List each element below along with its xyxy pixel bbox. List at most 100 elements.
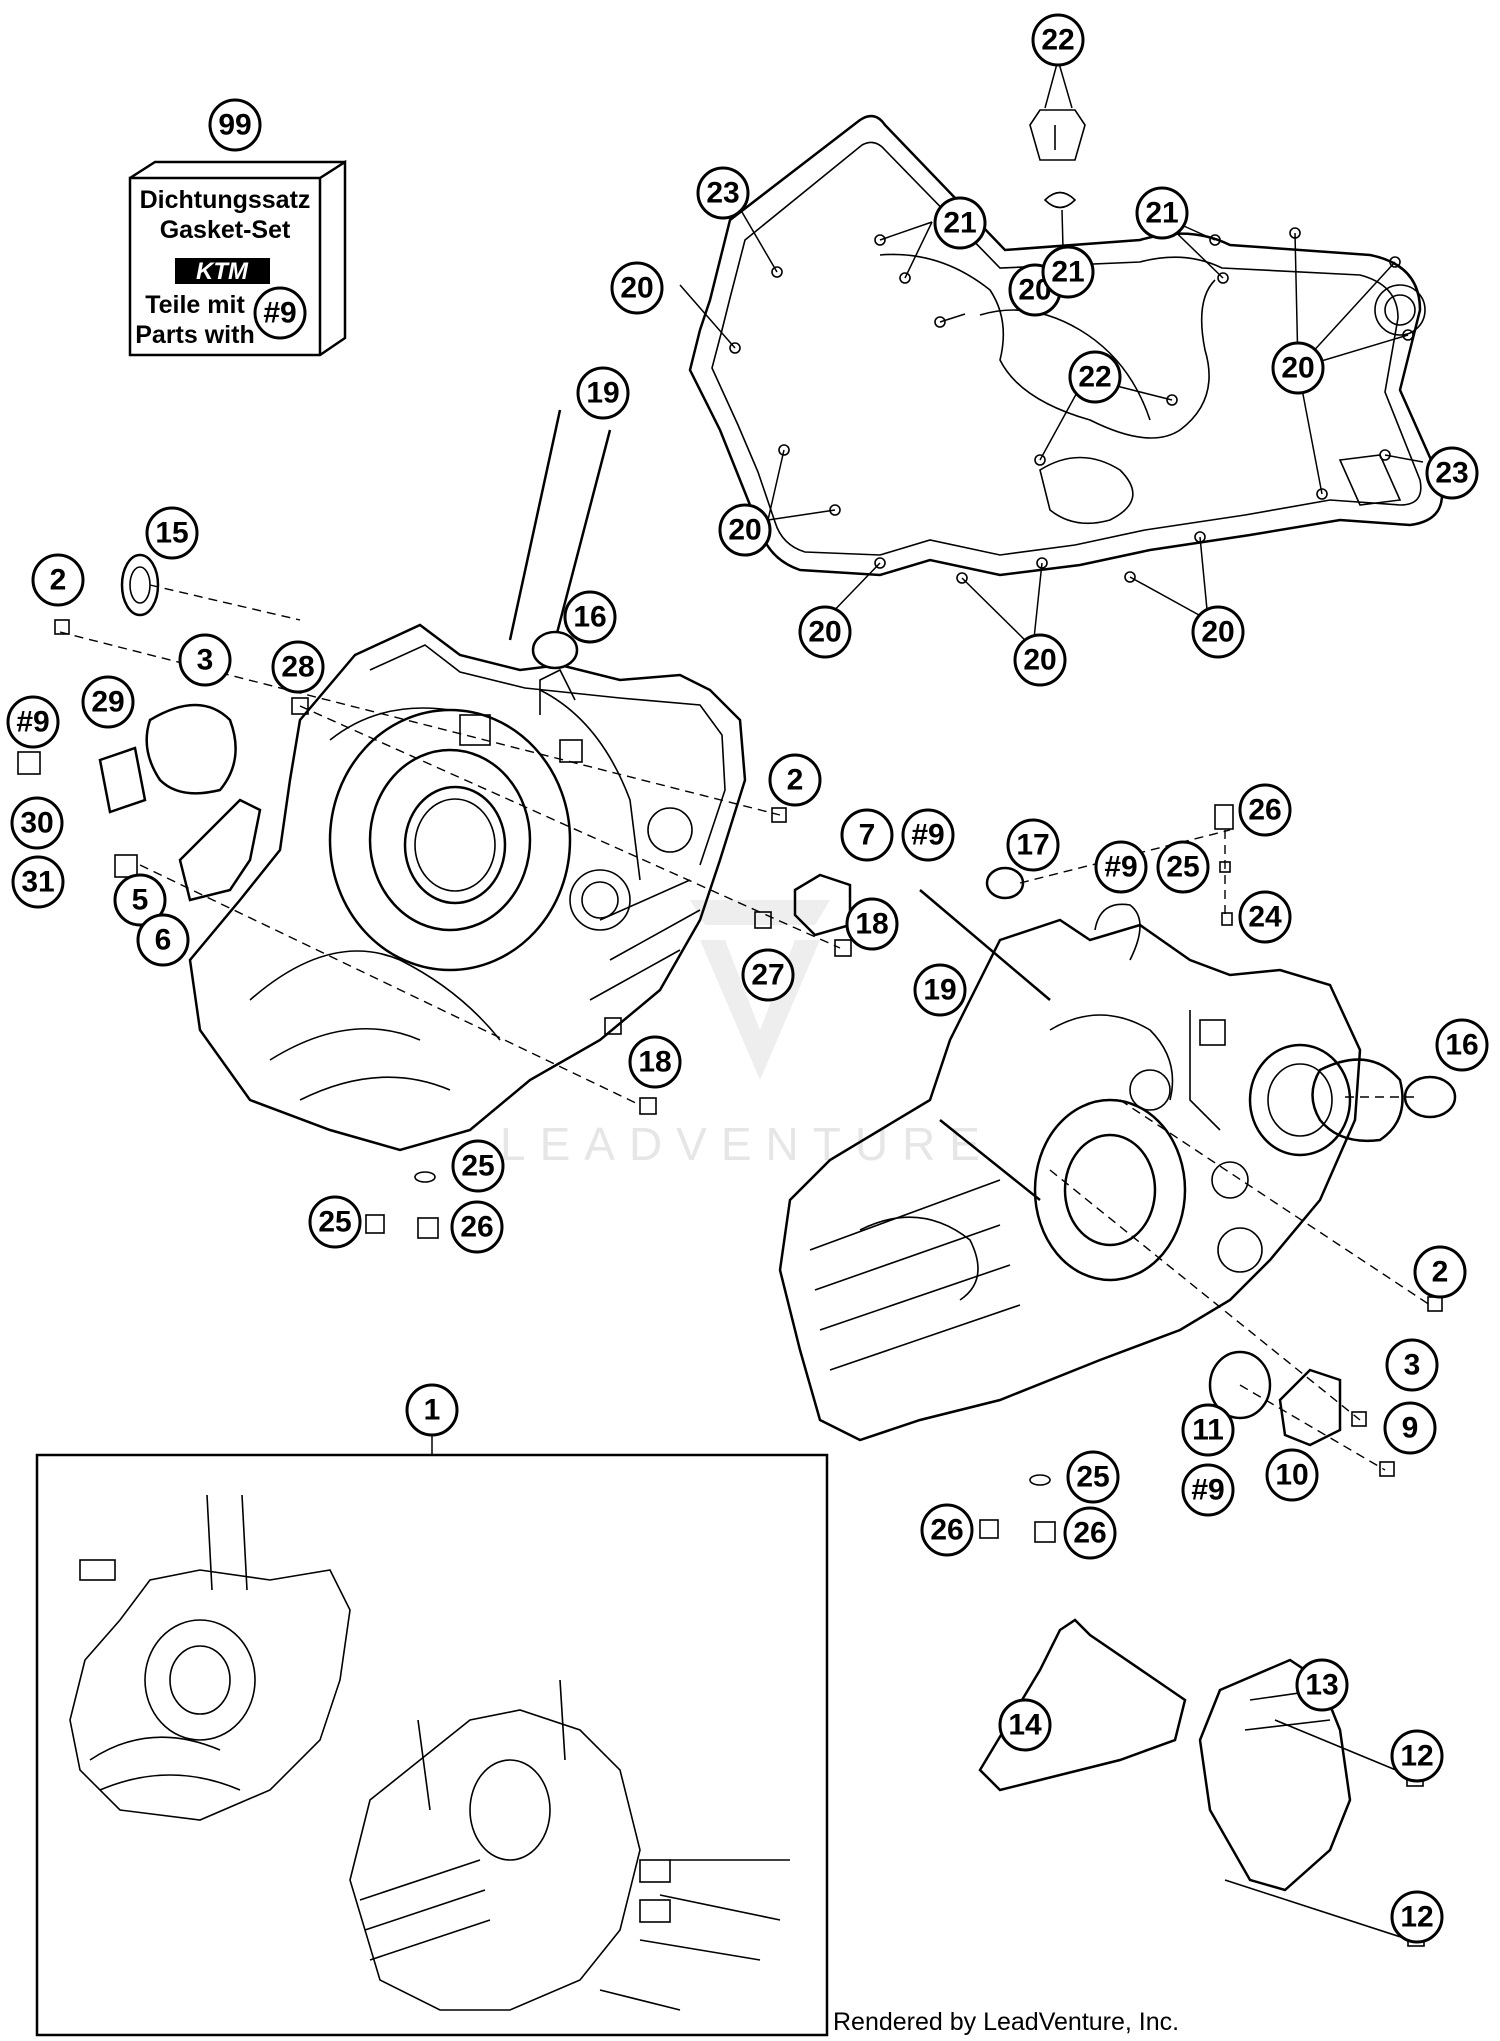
callout-label: 24	[1248, 901, 1282, 934]
callout-circle	[1135, 186, 1189, 240]
callout: 21	[933, 196, 987, 250]
kit-number: 99	[218, 109, 251, 142]
callout-circle	[1425, 446, 1479, 500]
callout-label: 11	[1192, 1414, 1224, 1447]
callout-label: 21	[1145, 197, 1178, 230]
callout: 21	[1041, 245, 1095, 299]
callout: 14	[998, 1698, 1052, 1752]
callout-circle	[11, 855, 65, 909]
callout-label: 7	[859, 819, 876, 852]
callout: 12	[1390, 1890, 1444, 1944]
callout: 20	[718, 503, 772, 557]
callout: 12	[1390, 1729, 1444, 1783]
callout-circle	[10, 796, 64, 850]
callout-label: 30	[20, 807, 53, 840]
callout-circle	[1094, 840, 1148, 894]
callout-label: 13	[1305, 1669, 1338, 1702]
callout: 11	[1181, 1403, 1235, 1457]
callout-circle	[840, 808, 894, 862]
callout-circle	[798, 605, 852, 659]
callout: 24	[1238, 890, 1292, 944]
kit-line-4: Parts with	[135, 321, 254, 349]
callout-circle	[6, 695, 60, 749]
callout-circle	[718, 503, 772, 557]
callout-label: 26	[1248, 794, 1281, 827]
callout-label: 6	[155, 924, 172, 957]
callout-label: 2	[1432, 1256, 1449, 1289]
callout-circle	[1191, 605, 1245, 659]
callout-label: 14	[1008, 1709, 1042, 1742]
callout-label: 16	[1445, 1029, 1478, 1062]
callout: 27	[741, 948, 795, 1002]
callout-circle	[31, 553, 85, 607]
callout-label: 20	[1201, 616, 1234, 649]
callout-circle	[1006, 818, 1060, 872]
callout-circle	[1295, 1658, 1349, 1712]
callout-label: 23	[706, 177, 739, 210]
callout-label: 26	[460, 1211, 493, 1244]
callout-label: 2	[50, 564, 67, 597]
callout-circle	[933, 196, 987, 250]
callout-circle	[451, 1139, 505, 1193]
callout-circle	[920, 1503, 974, 1557]
callout: 21	[1135, 186, 1189, 240]
callout: 3	[178, 633, 232, 687]
callout-label: 20	[808, 616, 841, 649]
callout-label: 20	[1281, 352, 1314, 385]
callout: 23	[696, 166, 750, 220]
callout-circle	[1156, 840, 1210, 894]
callout: 28	[271, 640, 325, 694]
callout: 25	[308, 1195, 362, 1249]
callout: 26	[920, 1503, 974, 1557]
callout-label: 26	[930, 1514, 963, 1547]
credit-text: Rendered by LeadVenture, Inc.	[833, 2008, 1179, 2036]
callout-label: 23	[1435, 457, 1468, 490]
callout: 20	[1013, 633, 1067, 687]
callout-circle	[1181, 1403, 1235, 1457]
callout: 25	[1156, 840, 1210, 894]
callout-circle	[1238, 783, 1292, 837]
svg-text:KTM: KTM	[196, 258, 249, 285]
callout-label: 9	[1402, 1412, 1419, 1445]
callout-label: 22	[1078, 361, 1111, 394]
callout-label: 25	[1166, 851, 1199, 884]
callout-label: 22	[1041, 24, 1074, 57]
kit-number-callout: 99	[208, 98, 262, 152]
callout: 2	[1413, 1245, 1467, 1299]
gasket-kit-box: Dichtungssatz Gasket-Set KTM Teile mit P…	[128, 159, 347, 357]
callout-circle	[1238, 890, 1292, 944]
callout: 1	[405, 1383, 459, 1437]
callout-label: 3	[197, 644, 214, 677]
callout: 18	[845, 897, 899, 951]
callout-circle	[450, 1200, 504, 1254]
callout: 18	[628, 1035, 682, 1089]
callout-circle	[271, 640, 325, 694]
callout-circle	[1066, 1450, 1120, 1504]
callout-circle	[768, 753, 822, 807]
callout-circle	[1413, 1245, 1467, 1299]
callout-circle	[913, 963, 967, 1017]
callout-label: 18	[638, 1046, 671, 1079]
kit-line-2: Gasket-Set	[160, 216, 291, 244]
callout: 20	[1271, 341, 1325, 395]
callout-label: 3	[1404, 1349, 1421, 1382]
kit-line-3: Teile mit	[145, 291, 245, 319]
kit-ref-callout: #9	[253, 286, 307, 340]
callout: 19	[913, 963, 967, 1017]
kit-ref: #9	[263, 297, 296, 330]
callout-circle	[1271, 341, 1325, 395]
callout-label: 21	[1051, 256, 1084, 289]
callout-label: #9	[1191, 1474, 1224, 1507]
callout-circle	[1041, 245, 1095, 299]
callout: 2	[768, 753, 822, 807]
callout-circle	[1068, 350, 1122, 404]
callout: 22	[1031, 13, 1085, 67]
callout-label: 1	[424, 1394, 441, 1427]
callout-circle	[1435, 1018, 1489, 1072]
callout-label: 20	[620, 272, 653, 305]
callout-circle	[1383, 1401, 1437, 1455]
callout-circle	[1265, 1448, 1319, 1502]
callout-circle	[998, 1698, 1052, 1752]
callout: 15	[145, 506, 199, 560]
